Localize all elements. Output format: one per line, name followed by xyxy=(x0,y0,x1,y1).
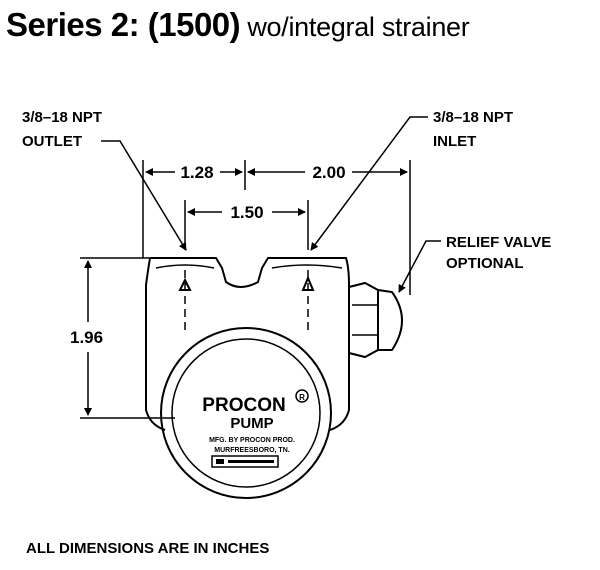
relief-valve-cap xyxy=(377,289,403,351)
pump-body-left xyxy=(145,257,166,431)
registered-mark-letter: R xyxy=(299,393,305,402)
relief-optional-label: OPTIONAL xyxy=(446,255,524,272)
outlet-leader xyxy=(101,140,187,251)
dim-2-value: 2.00 xyxy=(312,163,345,182)
dim-3-value: 1.50 xyxy=(230,203,263,222)
relief-leader xyxy=(398,240,441,293)
outlet-port-icon xyxy=(178,277,192,291)
registered-mark-icon xyxy=(295,389,309,403)
outlet-npt-label: 3/8–18 NPT xyxy=(22,109,102,126)
inlet-npt-label: 3/8–18 NPT xyxy=(433,109,513,126)
inlet-leader xyxy=(310,116,428,251)
dim-1-value: 1.28 xyxy=(180,163,213,182)
serial-plate xyxy=(211,455,279,468)
nameplate-line-1: MFG. BY PROCON PROD. xyxy=(209,437,295,444)
title-description: wo/integral strainer xyxy=(240,12,470,42)
outlet-label: OUTLET xyxy=(22,133,82,150)
nameplate-line-2: MURFREESBORO, TN. xyxy=(214,447,290,454)
relief-valve-label: RELIEF VALVE xyxy=(446,234,551,251)
pump-body-top xyxy=(150,257,350,431)
units-note: ALL DIMENSIONS ARE IN INCHES xyxy=(26,540,270,557)
page-title: Series 2: (1500) wo/integral strainer xyxy=(6,6,470,43)
inlet-label: INLET xyxy=(433,133,476,150)
pump-face-inner xyxy=(171,338,321,488)
title-series: Series 2: (1500) xyxy=(6,6,241,43)
body-edge xyxy=(271,264,343,269)
inlet-port-icon xyxy=(301,275,315,291)
brand-label: PROCON xyxy=(202,395,285,416)
body-edge xyxy=(155,264,215,269)
relief-valve-hex xyxy=(348,281,379,359)
pump-face-outer xyxy=(160,327,332,499)
product-label: PUMP xyxy=(230,415,273,432)
dim-4-value: 1.96 xyxy=(70,328,103,347)
serial-plate-mark xyxy=(216,459,224,464)
